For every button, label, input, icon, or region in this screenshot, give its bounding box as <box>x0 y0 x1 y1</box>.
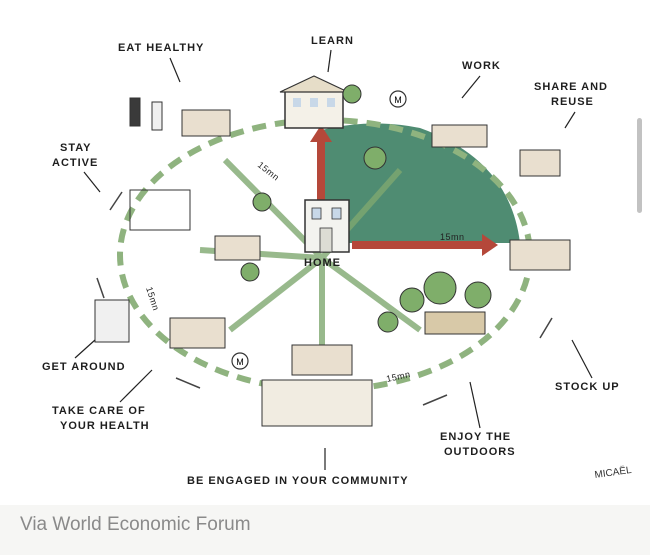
illustration-svg: M M 15mn 15mn 15mn 15mn EAT HEALTHY LEAR… <box>42 35 633 487</box>
svg-text:M: M <box>236 357 244 367</box>
metro-sign-top: M <box>389 90 407 108</box>
distance-label: 15mn <box>385 369 411 384</box>
leader-lines <box>74 49 593 470</box>
scene-figures <box>94 97 571 427</box>
person-shopper-2 <box>151 101 163 131</box>
label-enjoy-outdoors: OUTDOORS <box>444 446 516 458</box>
label-take-care: YOUR HEALTH <box>60 420 150 432</box>
label-learn: LEARN <box>311 35 354 47</box>
school-building <box>279 75 349 129</box>
community-booth <box>291 344 353 376</box>
distance-label: 15mn <box>440 232 465 242</box>
arrow-to-learn <box>310 125 332 218</box>
bike-rack <box>94 299 130 343</box>
metro-sign-bottom: M <box>231 352 249 370</box>
label-eat-healthy: EAT HEALTHY <box>118 42 204 54</box>
arrow-to-stock <box>352 234 498 256</box>
label-work: WORK <box>462 60 501 72</box>
distance-label: 15mn <box>256 160 281 183</box>
label-stay-active: ACTIVE <box>52 157 98 169</box>
artist-signature: MICAËL <box>594 464 633 481</box>
scrollbar[interactable] <box>637 118 642 213</box>
svg-text:M: M <box>394 95 402 105</box>
distance-label: 15mn <box>144 286 161 312</box>
picnic-blanket <box>424 311 486 335</box>
foosball-table <box>214 235 261 261</box>
market-stall <box>181 109 231 137</box>
fifteen-minute-city-illustration: M M 15mn 15mn 15mn 15mn EAT HEALTHY LEAR… <box>0 0 650 505</box>
label-home: HOME <box>304 257 341 269</box>
label-community: BE ENGAGED IN YOUR COMMUNITY <box>187 475 409 487</box>
community-crowd <box>261 379 373 427</box>
exercise-bars <box>129 189 191 231</box>
shop-counter <box>509 239 571 271</box>
label-share-reuse: REUSE <box>551 96 594 108</box>
person-shopper <box>129 97 141 127</box>
home-building <box>304 199 350 253</box>
clinic-desk <box>169 317 226 349</box>
label-stock-up: STOCK UP <box>555 381 620 393</box>
trees <box>240 84 492 333</box>
caption-text: Via World Economic Forum <box>20 514 251 535</box>
label-share-reuse: SHARE AND <box>534 81 608 93</box>
label-enjoy-outdoors: ENJOY THE <box>440 431 511 443</box>
work-table <box>431 124 488 148</box>
share-items <box>519 149 561 177</box>
label-stay-active: STAY <box>60 142 92 154</box>
direction-arrows <box>96 191 553 406</box>
label-take-care: TAKE CARE OF <box>52 405 146 417</box>
label-get-around: GET AROUND <box>42 361 126 373</box>
